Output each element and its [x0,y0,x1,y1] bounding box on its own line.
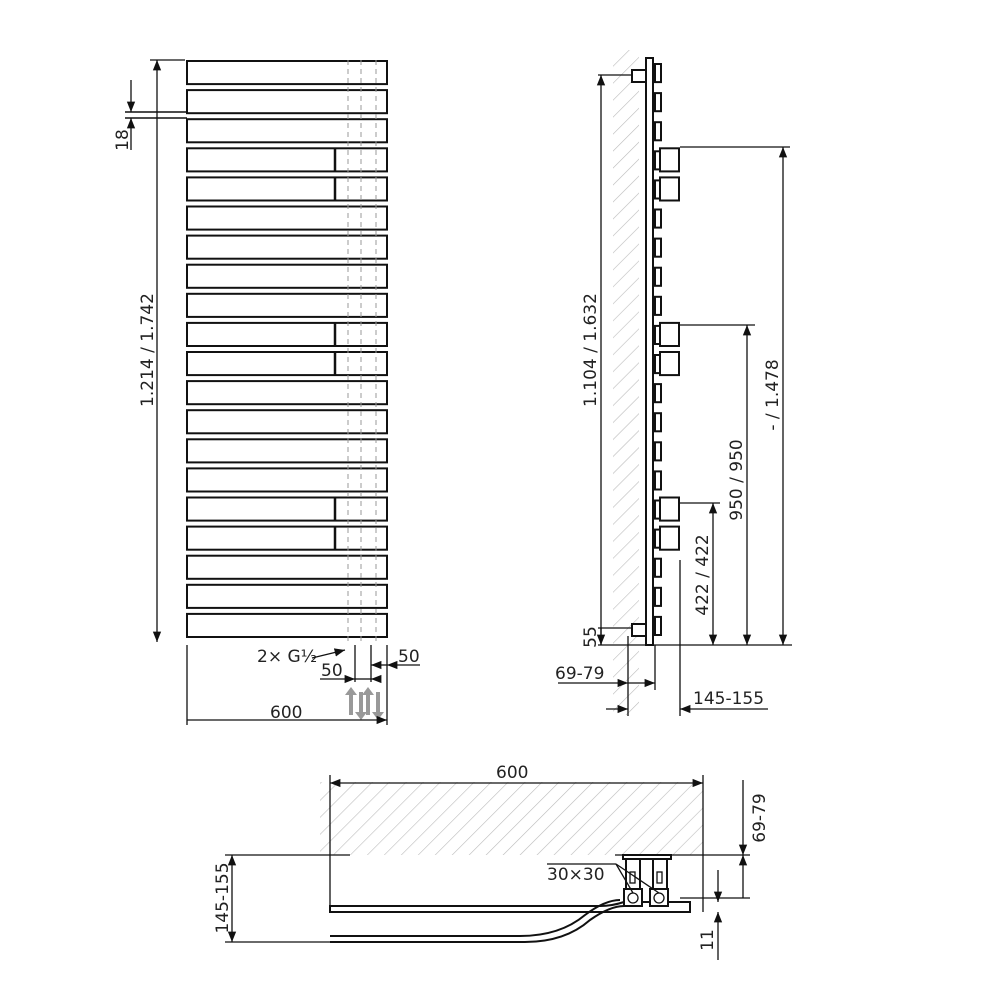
depth-label: 145-155 [693,689,764,709]
radiator-bar [186,438,388,464]
edge-offset-label: 50 [398,647,420,667]
radiator-bar [186,147,388,173]
offset-label: 11 [698,929,718,951]
pipe-spacing-label: 50 [321,661,343,681]
top-wall-distance-label: 69-79 [750,793,770,842]
side-bar [654,615,662,637]
side-bar [654,383,662,404]
top-panel [329,899,691,943]
bracket-height-label: 1.104 / 1.632 [581,293,601,407]
radiator-bar [186,234,388,260]
bottom-bracket-label: 55 [581,626,601,648]
height-label: 1.214 / 1.742 [138,293,158,407]
radiator-bar [186,351,388,377]
radiator-bar [186,89,388,115]
radiator-bar [186,263,388,289]
width-label: 600 [270,703,302,723]
radiator-bar [186,525,388,551]
middle-hook-label: 950 / 950 [727,439,747,520]
side-bar [654,63,662,84]
side-bar [654,121,662,142]
top-hook-label: - / 1.478 [763,359,783,430]
towel-hook [659,351,680,377]
flow-arrows-icon [345,687,384,720]
radiator-bar [186,60,388,86]
connection-label: 2× G½ [257,647,317,667]
top-view: 600 69-79 30×30 145-155 [213,763,770,960]
gap-dimension: 18 [113,80,187,151]
side-bar [654,441,662,462]
radiator-bar [186,176,388,202]
radiator-bar [186,612,388,639]
radiator-bar [186,321,388,347]
radiator-bar [186,292,388,318]
side-bar [654,295,662,316]
bracket-label: 30×30 [547,865,605,885]
towel-hook [659,147,680,173]
side-bars [654,63,680,637]
side-bar [654,237,662,258]
towel-hook [659,525,680,551]
side-bar [654,586,662,607]
connection-dimensions: 2× G½ 50 50 600 [186,645,420,725]
side-bar [654,412,662,433]
radiator-bar [186,380,388,406]
gap-label: 18 [113,129,133,151]
radiator-bar [186,409,388,435]
radiator-bar [186,467,388,493]
radiator-bar [186,583,388,609]
side-bar [654,208,662,229]
bottom-bracket [631,623,647,637]
radiator-bar [186,554,388,580]
height-dimension: 1.214 / 1.742 [138,59,185,642]
side-bar [654,557,662,578]
radiator-bar [186,496,388,522]
top-bracket [631,69,647,83]
side-bar [654,266,662,287]
towel-hook [659,176,680,202]
side-view: 1.104 / 1.632 - / 1.478 950 / 950 422 / … [555,50,792,716]
side-profile [645,57,654,646]
wall-distance-label: 69-79 [555,664,604,684]
wall-hatch-top [320,782,703,855]
radiator-bar [186,205,388,231]
radiator-bars [186,60,388,639]
side-bar [654,470,662,491]
bottom-hook-label: 422 / 422 [693,534,713,615]
towel-hook [659,321,680,347]
front-view: 1.214 / 1.742 18 2× G½ 50 50 [113,59,420,725]
wall-brackets [622,854,672,907]
top-width-label: 600 [496,763,528,783]
radiator-bar [186,118,388,144]
top-depth-label: 145-155 [213,862,233,933]
towel-hook [659,496,680,522]
wall-hatch [613,50,639,715]
side-bar [654,92,662,113]
